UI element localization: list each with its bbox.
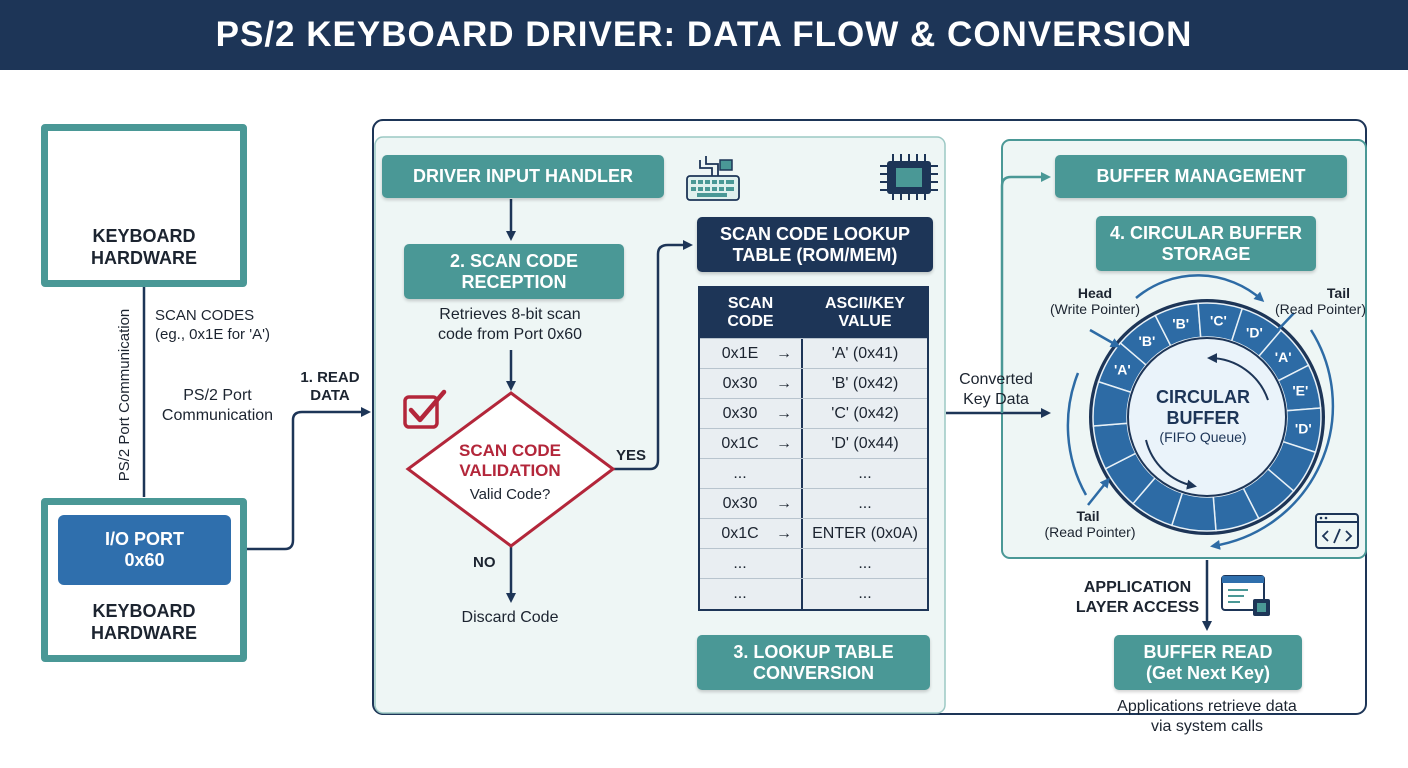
io-port-box: I/O PORT 0x60	[58, 515, 231, 585]
ring-top-arrow	[1135, 274, 1265, 303]
buffer-segment-label: 'E'	[1292, 383, 1308, 399]
table-header-scan-code: SCAN CODE	[700, 288, 803, 338]
page-title: PS/2 KEYBOARD DRIVER: DATA FLOW & CONVER…	[215, 15, 1193, 54]
read-data-label: 1. READ DATA	[300, 369, 360, 405]
lookup-table: SCAN CODE ASCII/KEY VALUE 0x1E → 'A' (0x41…	[698, 286, 929, 611]
tail-bottom-sublabel: (Read Pointer)	[1044, 524, 1136, 540]
buffer-management: BUFFER MANAGEMENT	[1055, 155, 1347, 198]
head-arrow	[1089, 328, 1121, 348]
head-sublabel: (Write Pointer)	[1050, 301, 1140, 317]
table-row: 0x30 →...	[700, 488, 927, 519]
yes-label: YES	[616, 447, 647, 464]
scan-code-cell: ...	[733, 585, 747, 602]
ascii-value-cell: ...	[858, 465, 872, 482]
buffer-segment-label: 'D'	[1246, 324, 1263, 340]
scan-code-cell: 0x1C	[721, 525, 759, 542]
buffer-entry-arrow	[1000, 172, 1051, 413]
ring-center	[1127, 337, 1287, 497]
validation-diamond	[405, 391, 616, 548]
table-row: 0x1E → 'A' (0x41)	[700, 338, 927, 369]
lookup-table-title: SCAN CODE LOOKUP TABLE (ROM/MEM)	[697, 217, 933, 272]
ascii-value-cell: ...	[858, 555, 872, 572]
validation-title: SCAN CODE VALIDATION	[458, 441, 561, 480]
arrow-icon: →	[776, 405, 792, 422]
inner-top-arrow	[1207, 353, 1269, 401]
buffer-segment-label: 'D'	[1295, 420, 1312, 436]
ascii-value-cell: ...	[858, 495, 872, 512]
keyboard-hardware-top	[41, 124, 247, 287]
ps2-comm-label: PS/2 Port Communication	[161, 387, 274, 424]
arrow-icon: →	[776, 375, 792, 392]
title-bar	[0, 0, 1408, 70]
tail-bottom-arrow	[1087, 477, 1110, 506]
head-label: Head	[1077, 285, 1113, 301]
table-row: 0x1C → 'D' (0x44)	[700, 428, 927, 459]
tail-bottom-label: Tail	[1076, 508, 1100, 524]
application-chip-icon	[1221, 575, 1270, 616]
ascii-value-cell: 'A' (0x41)	[831, 345, 899, 362]
table-divider	[801, 288, 803, 609]
scan-codes-label: SCAN CODES (eg., 0x1E for 'A')	[155, 307, 270, 343]
scan-code-cell: ...	[733, 555, 747, 572]
scan-code-cell: ...	[733, 465, 747, 482]
validation-question: Valid Code?	[469, 486, 551, 503]
read-data-arrow	[234, 407, 371, 551]
table-row: ......	[700, 548, 927, 579]
driver-input-handler: DRIVER INPUT HANDLER	[382, 155, 664, 198]
circular-buffer-ring: 'A' 'B' 'B' 'C' 'D' 'A' 'E' 'D'	[1089, 299, 1325, 535]
buffer-segment-label: 'B'	[1172, 316, 1189, 332]
ascii-value-cell: 'D' (0x44)	[831, 435, 899, 452]
application-access-label: APPLICATION LAYER ACCESS	[1075, 579, 1200, 616]
table-row: 0x30 → 'B' (0x42)	[700, 368, 927, 399]
scan-code-cell: 0x30	[722, 495, 758, 512]
arrow-icon: →	[776, 345, 792, 362]
scan-code-cell: 0x1C	[721, 435, 759, 452]
scan-code-reception: 2. SCAN CODE RECEPTION	[404, 244, 624, 299]
buffer-segment-label: 'A'	[1275, 349, 1292, 365]
buffer-segment-label: 'A'	[1114, 362, 1131, 378]
arrow-icon: →	[776, 435, 792, 452]
buffer-read-box: BUFFER READ (Get Next Key)	[1114, 635, 1302, 690]
keyboard-chip-icon	[686, 156, 740, 201]
scan-code-cell: 0x30	[722, 405, 758, 422]
tail-top-label: Tail	[1326, 285, 1350, 301]
keyboard-hardware-bottom-label: KEYBOARD HARDWARE	[91, 601, 197, 643]
buffer-read-description: Applications retrieve data via system ca…	[1117, 698, 1297, 735]
processor-chip-icon	[880, 154, 938, 200]
discard-label: Discard Code	[461, 609, 559, 626]
code-window-icon	[1315, 513, 1359, 549]
ascii-value-cell: 'B' (0x42)	[831, 375, 899, 392]
ring-left-arc	[1066, 372, 1088, 496]
circular-buffer-title: CIRCULAR BUFFER	[1156, 387, 1250, 428]
table-header-ascii: ASCII/KEY VALUE	[803, 288, 927, 338]
ascii-value-cell: 'C' (0x42)	[831, 405, 899, 422]
buffer-segment-label: 'B'	[1139, 333, 1156, 349]
keyboard-hardware-top-label: KEYBOARD HARDWARE	[91, 226, 197, 268]
ps2-vertical-label: PS/2 Port Communication	[116, 308, 133, 482]
tail-top-sublabel: (Read Pointer)	[1274, 301, 1366, 317]
converted-key-label: Converted Key Data	[959, 371, 1033, 408]
scan-code-cell: 0x1E	[721, 345, 759, 362]
circular-buffer-storage: 4. CIRCULAR BUFFER STORAGE	[1096, 216, 1316, 271]
table-row: 0x30 → 'C' (0x42)	[700, 398, 927, 429]
inner-bottom-arrow	[1145, 439, 1197, 490]
ring-right-arrow	[1210, 329, 1335, 550]
buffer-segment-label: 'C'	[1210, 313, 1227, 329]
lookup-conversion: 3. LOOKUP TABLE CONVERSION	[697, 635, 930, 690]
arrow-icon: →	[776, 525, 792, 542]
checkmark-icon	[403, 389, 447, 429]
circular-buffer-subtitle: (FIFO Queue)	[1159, 429, 1247, 445]
yes-arrow	[612, 240, 693, 471]
scan-code-cell: 0x30	[722, 375, 758, 392]
table-row: ......	[700, 578, 927, 609]
table-row: 0x1C → ENTER (0x0A)	[700, 518, 927, 549]
ascii-value-cell: ...	[858, 585, 872, 602]
table-row: ......	[700, 458, 927, 489]
ascii-value-cell: ENTER (0x0A)	[812, 525, 918, 542]
no-label: NO	[473, 554, 496, 571]
reception-description: Retrieves 8-bit scan code from Port 0x60	[437, 306, 583, 343]
tail-top-arrow	[1273, 312, 1295, 335]
arrow-icon: →	[776, 495, 792, 512]
